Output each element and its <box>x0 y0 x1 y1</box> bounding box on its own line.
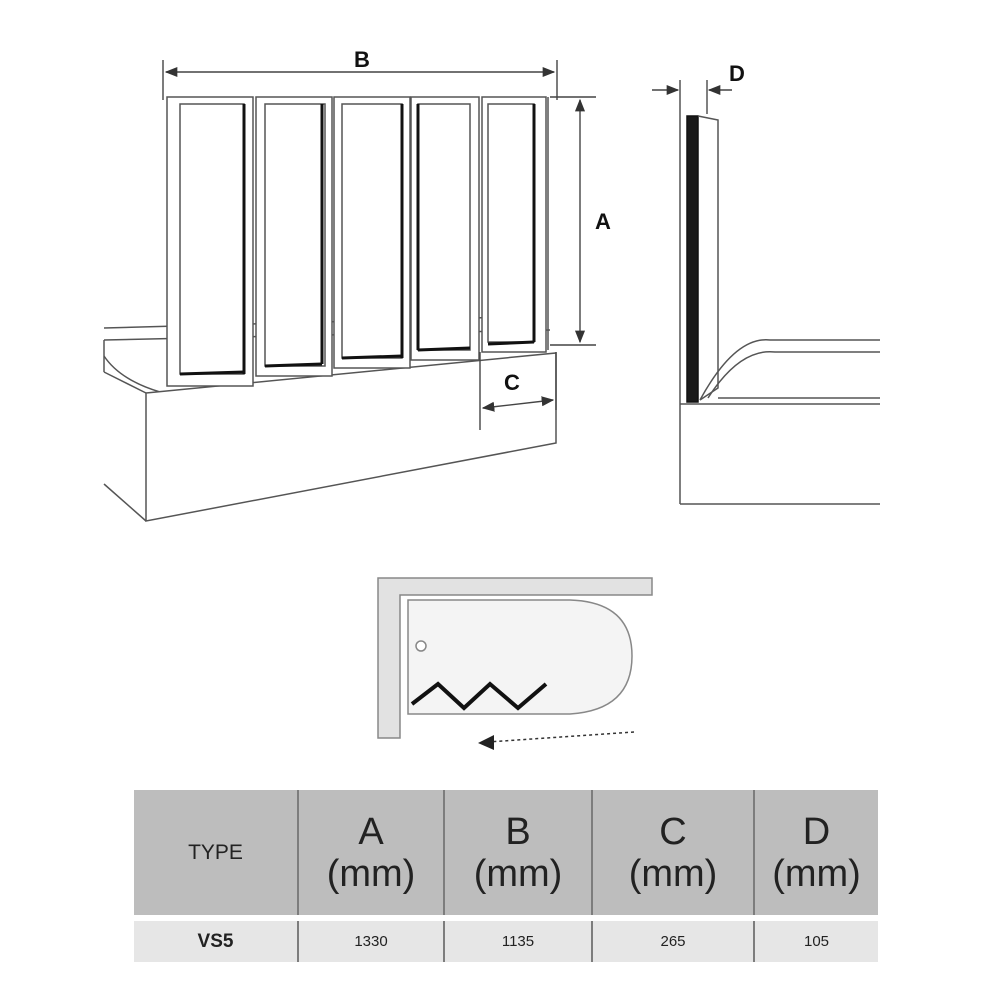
screen-panel <box>481 96 547 353</box>
column-header-unit: (mm) <box>473 852 563 895</box>
column-header-type: TYPE <box>134 790 299 921</box>
screen-profile <box>686 115 699 403</box>
folding-direction-arrow <box>487 731 635 743</box>
dimension-b <box>162 60 558 100</box>
column-header-letter: B <box>505 810 531 853</box>
plan-view <box>377 577 653 750</box>
column-header-unit: (mm) <box>326 852 416 895</box>
dimension-label-b: B <box>354 47 370 72</box>
column-header-letter: C <box>659 810 687 853</box>
technical-drawing: B A C D <box>103 47 880 750</box>
screen-panel <box>333 96 411 369</box>
column-header-a: A (mm) <box>298 790 445 921</box>
column-header-unit: (mm) <box>628 852 718 895</box>
column-header-unit: (mm) <box>772 852 861 895</box>
dimension-c <box>479 352 557 430</box>
specification-table: TYPE A (mm) B (mm) C (mm) D (mm) VS5 133… <box>134 790 878 962</box>
cell-b: 1135 <box>444 918 593 962</box>
bathtub-body <box>145 352 557 522</box>
table-header-row: TYPE A (mm) B (mm) C (mm) D (mm) <box>134 790 878 921</box>
screen-panel <box>255 96 333 377</box>
screen-panel <box>166 96 254 387</box>
dimension-a <box>550 96 596 346</box>
cell-c: 265 <box>592 918 755 962</box>
column-header-letter: D <box>802 810 831 853</box>
table-row: VS5 1330 1135 265 105 <box>134 918 878 962</box>
column-header-letter: A <box>358 810 384 853</box>
side-view <box>679 80 880 505</box>
folding-panels-icon <box>410 681 548 711</box>
folding-screen-panels <box>166 96 549 387</box>
drain-icon <box>415 640 427 652</box>
column-header-c: C (mm) <box>592 790 755 921</box>
cell-a: 1330 <box>298 918 445 962</box>
wall-outline <box>377 577 653 739</box>
cell-d: 105 <box>803 933 830 950</box>
cell-type: VS5 <box>134 918 299 962</box>
column-header-b: B (mm) <box>444 790 593 921</box>
dimension-label-c: C <box>504 370 520 395</box>
dimension-label-a: A <box>595 209 611 234</box>
screen-panel <box>410 96 480 361</box>
column-header-d: D (mm) <box>754 790 878 921</box>
bathtub-outline <box>407 599 633 715</box>
bathtub-side <box>699 339 880 401</box>
dimension-label-d: D <box>729 61 745 86</box>
